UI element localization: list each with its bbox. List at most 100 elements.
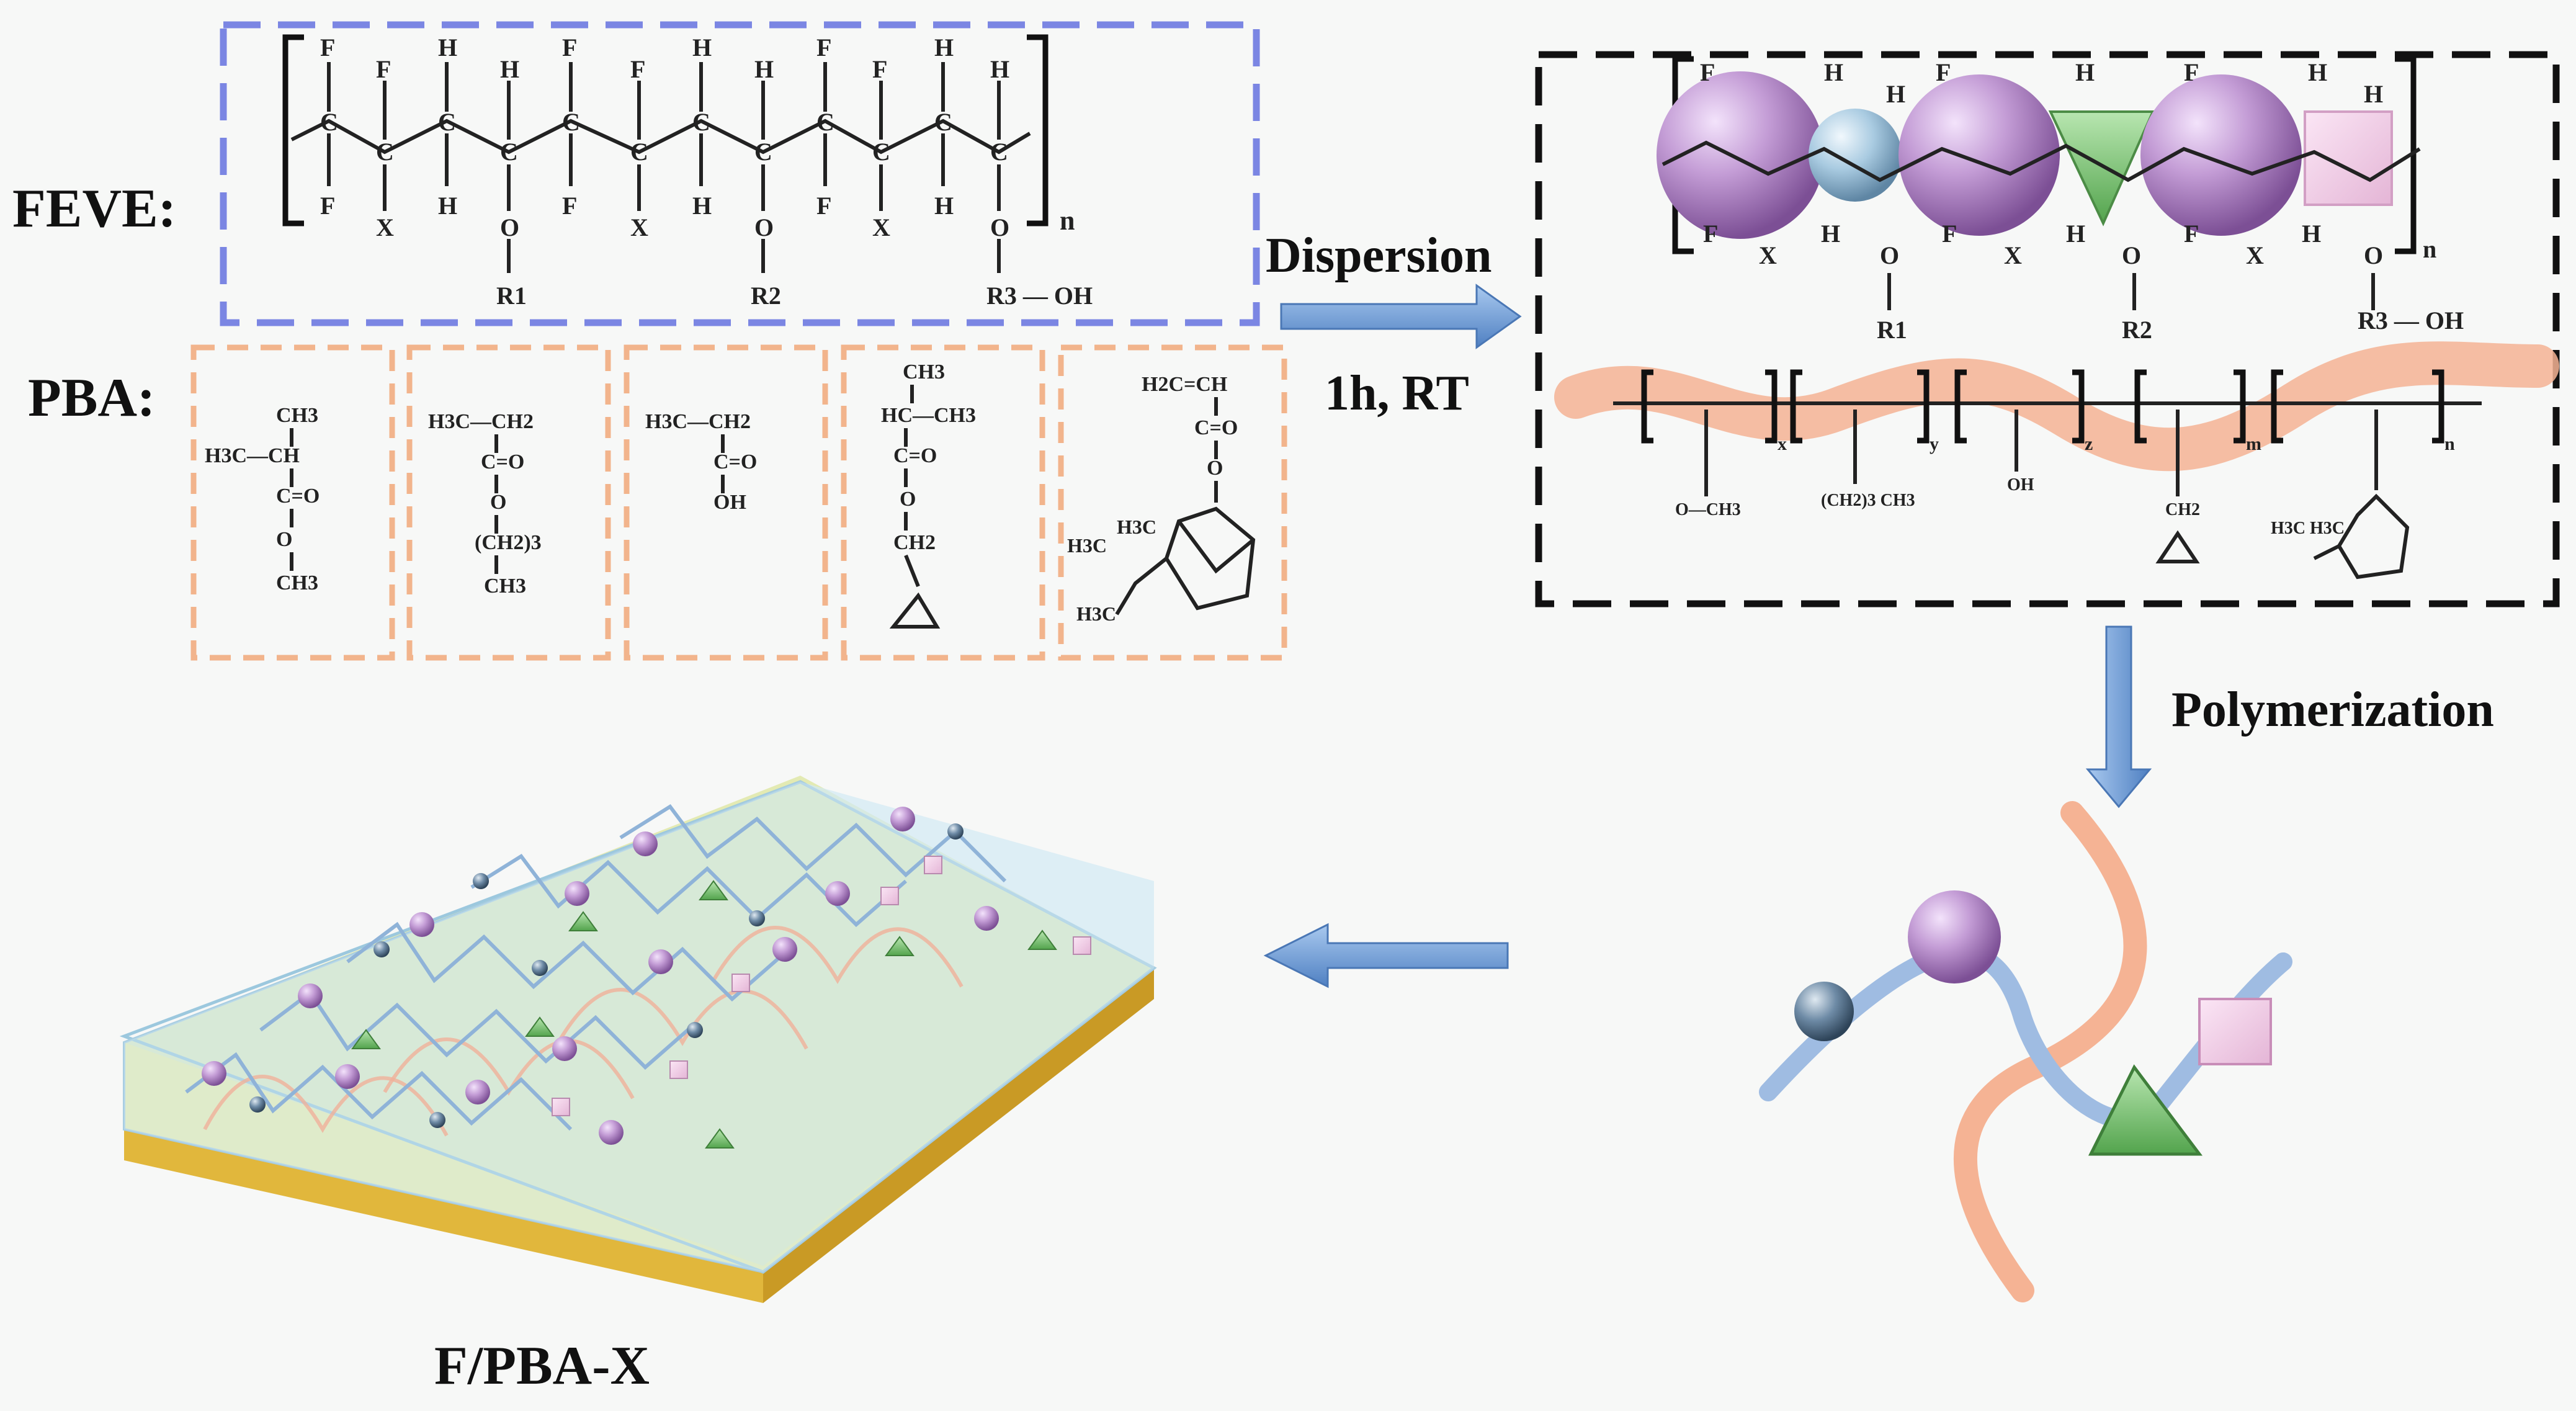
- feve-atom: F: [630, 55, 645, 83]
- polymerization-label: Polymerization: [2171, 683, 2494, 737]
- dispersed-substituent-r3: R3 — OH: [2358, 307, 2464, 334]
- feve-atom: X: [630, 213, 648, 241]
- feve-atom: O: [1880, 241, 1899, 269]
- monomer-text: O: [900, 488, 916, 511]
- substrate-side: [763, 968, 1154, 1303]
- feve-atom: F: [320, 192, 335, 220]
- coating-block: [119, 776, 1157, 1303]
- monomer-text: CH3: [484, 575, 526, 598]
- dispersion-structure-box: [1535, 51, 2560, 607]
- fluoro-sphere: [1657, 71, 1824, 239]
- monomer-text: C=O: [713, 450, 757, 473]
- feve-bottom-atoms: F X H O F X H O F X H O: [320, 192, 1009, 241]
- monomer-text: H3C: [1117, 516, 1156, 538]
- feve-atom: F: [562, 192, 577, 220]
- dispersed-feve-chain: n F H H F H F H H F X H O F X H O F: [1657, 56, 2464, 344]
- feve-label: FEVE:: [12, 179, 176, 239]
- feve-top-atoms: F F H H F F H H F F H H: [320, 34, 1009, 83]
- pba-subscript-n: n: [2444, 434, 2455, 454]
- fluoro-sphere: [1898, 74, 2060, 236]
- fluoro-sphere: [202, 1061, 226, 1086]
- square-marker: [2198, 998, 2272, 1065]
- square-marker: [731, 974, 750, 992]
- monomer-text: H3C: [1076, 602, 1116, 625]
- monomer-text: H3C—CH2: [428, 410, 534, 433]
- monomer-text: CH3: [903, 361, 945, 383]
- square-marker: [552, 1098, 570, 1116]
- feve-atom: F: [562, 34, 577, 61]
- dispersed-feve-top-atoms: F H H F H F H H: [1700, 58, 2383, 108]
- feve-atom: F: [376, 55, 391, 83]
- pba-ribbon: [1554, 341, 2559, 472]
- monomer-text: HC—CH3: [881, 404, 976, 427]
- monomer-text: O: [1207, 457, 1223, 480]
- monomer-aa: H3C—CH2 C=O OH: [645, 410, 757, 514]
- monomer-text: O: [490, 491, 506, 514]
- product-label: F/PBA-X: [434, 1336, 650, 1396]
- pba-subscript-y: y: [1930, 434, 1939, 454]
- square-marker: [924, 856, 942, 874]
- pba-subscript-m: m: [2246, 434, 2261, 454]
- feve-atom: C: [562, 108, 580, 136]
- fluoro-sphere: [890, 807, 915, 831]
- feve-atom: H: [1886, 80, 1905, 108]
- monomer-text: CH3: [276, 571, 318, 594]
- monomer-box-mma: [190, 344, 395, 661]
- feve-atom: C: [438, 108, 456, 136]
- triangle-marker: [1027, 929, 1057, 950]
- triangle-marker: [351, 1029, 381, 1049]
- pba-monomer-boxes: [190, 344, 1287, 661]
- feve-atom: F: [1942, 220, 1957, 248]
- monomer-box-ba: [406, 344, 611, 661]
- feve-atom: X: [2004, 241, 2022, 269]
- monomer-text: H3C: [1067, 534, 1107, 557]
- feve-atom: O: [2364, 241, 2383, 269]
- feve-repeat-n: n: [1060, 205, 1075, 236]
- pba-pendant: OH: [2007, 475, 2034, 495]
- monomer-text: C=O: [481, 450, 524, 473]
- monomer-text: (CH2)3: [475, 531, 542, 554]
- dispersed-feve-bottom-atoms: F X H O F X H O F X H O: [1703, 220, 2383, 269]
- pba-label: PBA:: [28, 368, 155, 428]
- feve-atom: X: [376, 213, 394, 241]
- feve-atom: H: [2364, 80, 2383, 108]
- feve-substituent-r3: R3 — OH: [986, 282, 1093, 310]
- monomer-text: CH2: [893, 531, 936, 554]
- vinyl-ether-sphere: [249, 1096, 266, 1113]
- feve-atom: H: [438, 34, 457, 61]
- feve-atom: H: [1821, 220, 1840, 248]
- monomer-iboa: H2C=CH C=O O H3C H3C H3C: [1067, 373, 1256, 625]
- feve-atom: C: [500, 138, 518, 166]
- dispersed-substituent-r1: R1: [1877, 316, 1907, 344]
- feve-atom: O: [990, 213, 1009, 241]
- feve-atom: C: [692, 108, 710, 136]
- pba-chain-ribbon: [1954, 801, 2147, 1302]
- embedded-chains: [185, 804, 1007, 1137]
- fluoro-sphere: [772, 937, 797, 962]
- feve-repeat-unit: n F F H H F F H H F F H H C C C C C C: [282, 34, 1093, 310]
- square-marker: [1073, 936, 1091, 955]
- dispersion-arrow: [1280, 284, 1522, 349]
- triangle-marker: [525, 1016, 555, 1037]
- monomer-box-iboa: [1058, 344, 1287, 661]
- pba-pendant: O—CH3: [1675, 500, 1741, 519]
- feve-atom: H: [2066, 220, 2085, 248]
- feve-atom: F: [816, 192, 831, 220]
- monomer-text: OH: [713, 491, 746, 514]
- pba-subscript-x: x: [1778, 434, 1787, 454]
- feve-atom: H: [2308, 58, 2327, 86]
- polymerization-arrow: [2085, 625, 2152, 809]
- feve-atom: H: [754, 55, 774, 83]
- vinyl-ether-sphere: [429, 1112, 445, 1128]
- feve-atom: X: [2246, 241, 2264, 269]
- dispersed-substituent-r2: R2: [2122, 316, 2152, 344]
- vinyl-ether-sphere: [687, 1022, 703, 1038]
- feve-atom: F: [320, 34, 335, 61]
- monomer-gma: CH3 HC—CH3 C=O O CH2: [881, 361, 976, 629]
- epoxide-ring: [889, 592, 941, 629]
- feve-atom: F: [2184, 220, 2199, 248]
- feve-atom: C: [990, 138, 1008, 166]
- vinyl-ether-sphere: [749, 910, 765, 926]
- feve-atom: H: [990, 55, 1009, 83]
